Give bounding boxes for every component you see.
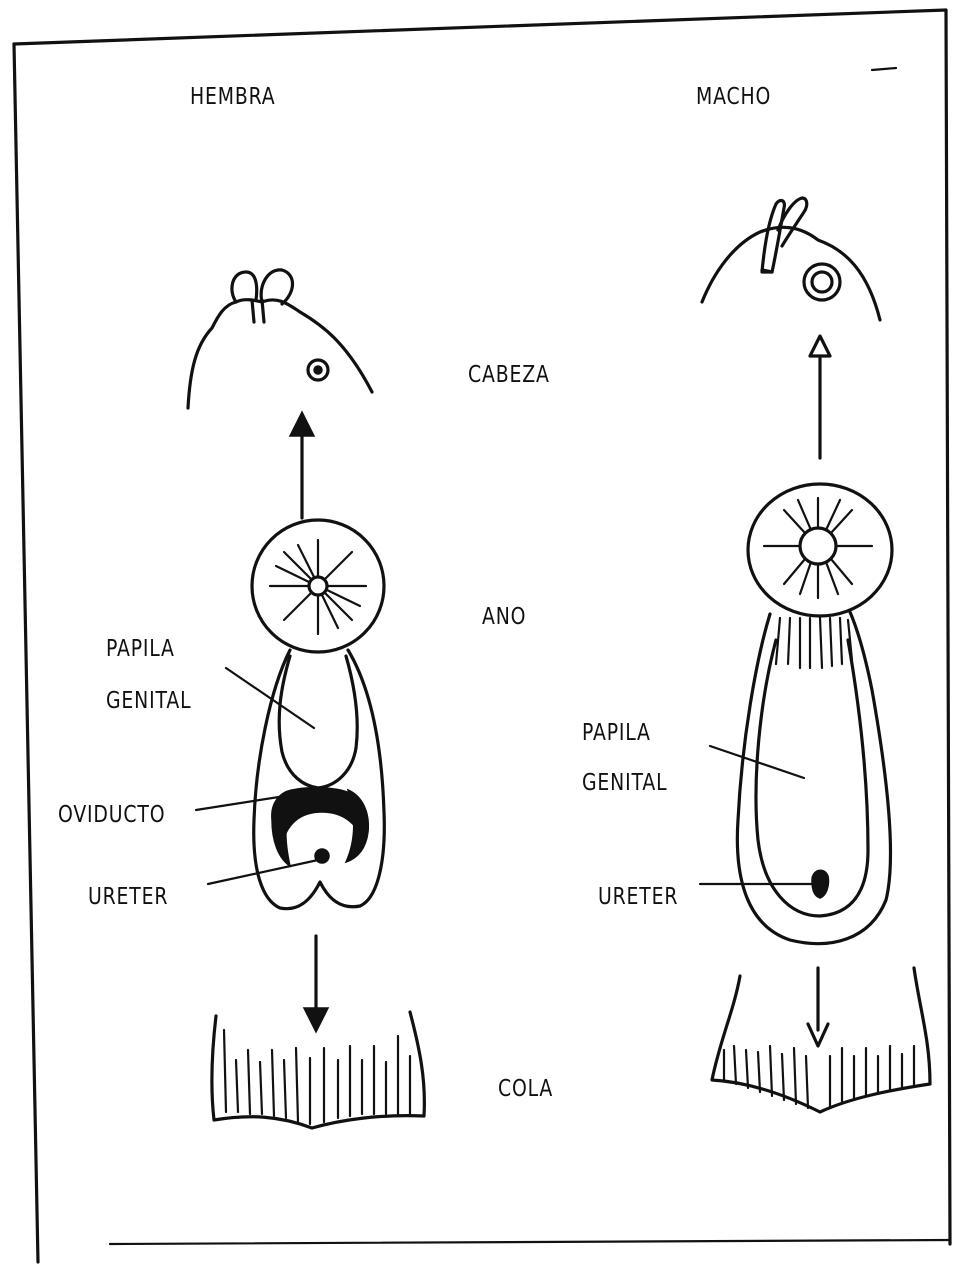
female-anus: [252, 520, 384, 652]
region-label-anus: ANO: [482, 604, 526, 630]
male-papilla-label-line1: PAPILA: [582, 720, 651, 746]
male-arrow-to-tail: [808, 968, 828, 1046]
male-ureter-label: URETER: [598, 884, 678, 910]
male-anus: [748, 484, 892, 616]
male-column-title: MACHO: [696, 84, 771, 110]
female-oviduct-label: OVIDUCTO: [58, 802, 165, 828]
female-papilla-label-line2: GENITAL: [106, 688, 191, 714]
female-arrow-to-tail: [304, 936, 328, 1032]
male-head: [702, 198, 880, 320]
female-ureter-label: URETER: [88, 884, 168, 910]
female-head: [188, 270, 372, 408]
region-label-head: CABEZA: [468, 362, 550, 388]
female-column-title: HEMBRA: [190, 84, 275, 110]
female-genital-body: [196, 650, 384, 909]
female-papilla-label-line1: PAPILA: [106, 636, 175, 662]
male-genital-body: [700, 612, 890, 944]
region-label-tail: COLA: [498, 1076, 553, 1102]
male-papilla-label-line2: GENITAL: [582, 770, 667, 796]
female-arrow-to-head: [290, 412, 314, 518]
male-arrow-to-head: [810, 336, 830, 458]
